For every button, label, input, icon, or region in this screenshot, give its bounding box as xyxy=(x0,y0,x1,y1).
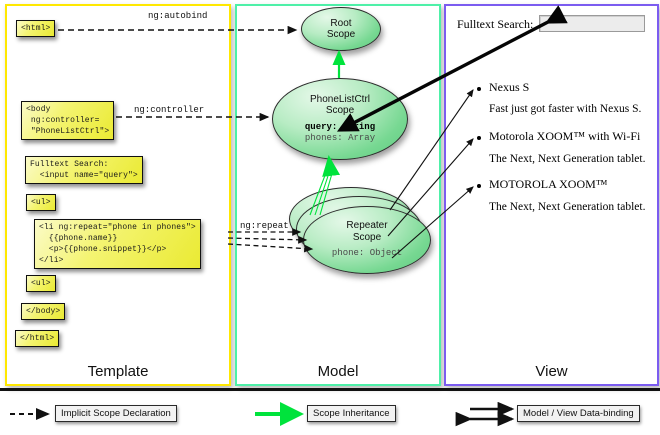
li-ng-repeat-tag-box: <li ng:repeat="phone in phones"> {{phone… xyxy=(34,219,201,270)
ul-open-tag-box: <ul> xyxy=(26,194,56,212)
view-bullet-2 xyxy=(477,184,481,188)
root-scope-title-2: Scope xyxy=(326,29,356,40)
column-label-model: Model xyxy=(317,363,359,380)
legend-scope-inheritance: Scope Inheritance xyxy=(307,405,396,422)
column-label-template: Template xyxy=(87,363,149,380)
repeater-scope-title-2: Scope xyxy=(352,231,382,243)
legend-implicit-scope-declaration: Implicit Scope Declaration xyxy=(55,405,177,422)
ng-autobind-label: ng:autobind xyxy=(148,11,208,21)
view-search-input[interactable] xyxy=(539,15,645,32)
fulltext-search-tag-box: Fulltext Search: <input name="query"> xyxy=(25,156,143,185)
view-phone-name-0: Nexus S xyxy=(489,80,530,94)
view-phone-name-2: MOTOROLA XOOM™ xyxy=(489,177,608,191)
ng-controller-label: ng:controller xyxy=(134,105,205,115)
legend-model-view-data-binding: Model / View Data-binding xyxy=(517,405,640,422)
view-search-label: Fulltext Search: xyxy=(457,17,534,31)
repeater-scope-ellipse: Repeater Scope phone: Object xyxy=(303,206,431,274)
phonelistctrl-scope-ellipse: PhoneListCtrl Scope query: String phones… xyxy=(272,78,408,160)
root-scope-title-1: Root xyxy=(330,17,352,29)
legend: Implicit Scope Declaration Scope Inherit… xyxy=(0,392,660,435)
html-open-tag-box: <html> xyxy=(16,20,56,38)
root-scope-ellipse: Root Scope xyxy=(301,7,381,51)
html-close-tag-box: </html> xyxy=(15,330,60,348)
phonelist-scope-prop-query: query: String xyxy=(304,121,376,132)
column-view: View xyxy=(444,4,659,386)
repeater-scope-prop-phone: phone: Object xyxy=(331,248,403,259)
view-phone-snippet-2: The Next, Next Generation tablet. xyxy=(489,201,646,213)
phonelist-scope-title-1: PhoneListCtrl xyxy=(309,93,371,105)
view-phone-snippet-0: Fast just got faster with Nexus S. xyxy=(489,103,642,115)
body-close-tag-box: </body> xyxy=(21,303,66,321)
repeater-scope-title-1: Repeater xyxy=(346,220,388,232)
body-controller-tag-box: <body ng:controller= "PhoneListCtrl"> xyxy=(21,101,115,141)
view-bullet-0 xyxy=(477,87,481,91)
view-phone-snippet-1: The Next, Next Generation tablet. xyxy=(489,153,646,165)
view-bullet-1 xyxy=(477,136,481,140)
column-label-view: View xyxy=(535,363,568,380)
ng-repeat-label: ng:repeat xyxy=(240,221,289,231)
phonelist-scope-title-2: Scope xyxy=(325,105,355,117)
ul-close-tag-box: <ul> xyxy=(26,275,56,293)
view-phone-name-1: Motorola XOOM™ with Wi-Fi xyxy=(489,129,641,143)
legend-divider xyxy=(0,388,660,391)
phonelist-scope-prop-phones: phones: Array xyxy=(304,133,376,143)
